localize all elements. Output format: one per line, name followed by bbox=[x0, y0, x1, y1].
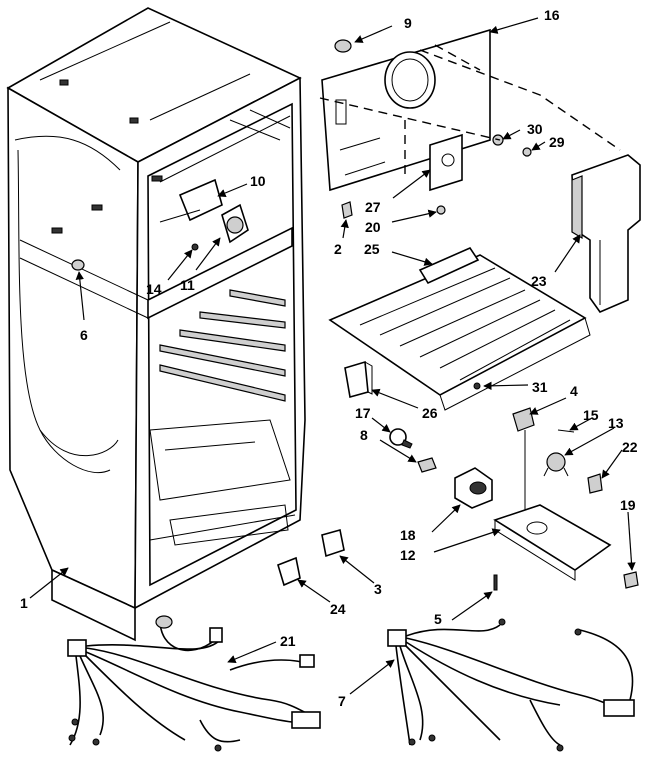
part-3 bbox=[321, 528, 345, 558]
part-label-25: 25 bbox=[364, 241, 380, 257]
clip-part-2 bbox=[341, 201, 353, 219]
part-label-3: 3 bbox=[374, 581, 382, 597]
part-26 bbox=[344, 360, 373, 399]
part-label-2: 2 bbox=[334, 241, 342, 257]
fan-assembly bbox=[159, 178, 249, 251]
evaporator-part-25 bbox=[328, 246, 591, 411]
part-numbers: 9 16 10 30 29 27 20 2 25 23 14 11 6 31 4… bbox=[20, 7, 638, 709]
grille-part-23 bbox=[571, 154, 641, 313]
part-label-24: 24 bbox=[330, 601, 346, 617]
part-label-6: 6 bbox=[80, 327, 88, 343]
leader-lines bbox=[29, 17, 636, 695]
part-label-30: 30 bbox=[527, 121, 543, 137]
duct-cover bbox=[321, 28, 491, 192]
part-label-12: 12 bbox=[400, 547, 416, 563]
part-24 bbox=[277, 556, 301, 587]
part-label-17: 17 bbox=[355, 405, 371, 421]
part-22 bbox=[587, 473, 603, 494]
socket-part-8 bbox=[417, 457, 437, 473]
screw-part-20 bbox=[436, 205, 446, 215]
part-label-29: 29 bbox=[549, 134, 565, 150]
wire-harness-part-7 bbox=[387, 618, 635, 752]
part-4 bbox=[512, 407, 535, 432]
part-13 bbox=[543, 452, 569, 477]
cabinet-liner bbox=[6, 7, 306, 642]
part-18 bbox=[454, 467, 493, 509]
part-label-27: 27 bbox=[365, 199, 381, 215]
screw-part-5 bbox=[493, 574, 498, 591]
part-15 bbox=[557, 429, 575, 433]
part-label-8: 8 bbox=[360, 427, 368, 443]
part-label-20: 20 bbox=[365, 219, 381, 235]
wire-harness-part-21 bbox=[67, 615, 321, 752]
screw-part-29 bbox=[522, 147, 532, 157]
part-label-14: 14 bbox=[146, 281, 162, 297]
part-19 bbox=[623, 571, 639, 589]
part-label-7: 7 bbox=[338, 693, 346, 709]
part-label-21: 21 bbox=[280, 633, 296, 649]
part-label-31: 31 bbox=[532, 379, 548, 395]
part-label-10: 10 bbox=[250, 173, 266, 189]
part-label-1: 1 bbox=[20, 595, 28, 611]
part-label-4: 4 bbox=[570, 383, 578, 399]
grommet-part-9 bbox=[334, 39, 352, 53]
part-label-5: 5 bbox=[434, 611, 442, 627]
part-label-15: 15 bbox=[583, 407, 599, 423]
part-label-13: 13 bbox=[608, 415, 624, 431]
light-bulb-part-17 bbox=[389, 428, 413, 449]
part-label-9: 9 bbox=[404, 15, 412, 31]
assembly-lines bbox=[319, 44, 621, 175]
part-label-18: 18 bbox=[400, 527, 416, 543]
control-housing-part-12 bbox=[493, 430, 612, 581]
part-label-23: 23 bbox=[531, 273, 547, 289]
part-label-19: 19 bbox=[620, 497, 636, 513]
part-label-16: 16 bbox=[544, 7, 560, 23]
part-label-22: 22 bbox=[622, 439, 638, 455]
part-label-26: 26 bbox=[422, 405, 438, 421]
plug-part-6 bbox=[71, 259, 85, 271]
part-label-11: 11 bbox=[180, 277, 195, 293]
